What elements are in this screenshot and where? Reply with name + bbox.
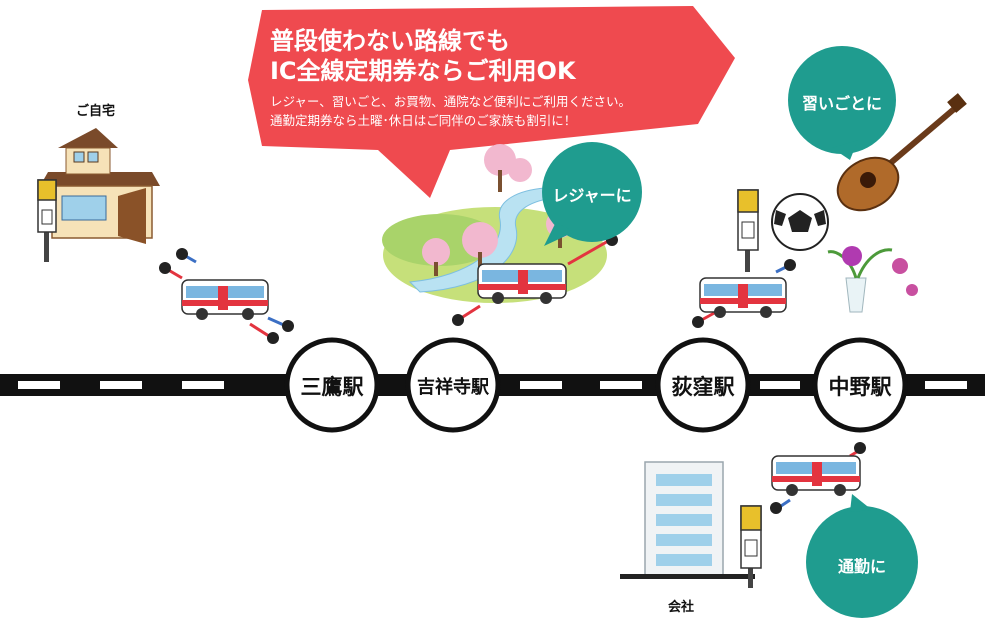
flower-vase-icon xyxy=(827,246,918,313)
station-circle-kichijoji xyxy=(405,337,501,433)
bus-stop-icon xyxy=(740,505,762,588)
bus-icon xyxy=(699,277,787,318)
lessons-bubble-label: 習いごとに xyxy=(801,94,882,113)
bus-stop-icon xyxy=(37,179,57,262)
banner-subtext-line-2: 通勤定期券なら土曜･休日はご同伴のご家族も割引に！ xyxy=(270,113,577,128)
bus-stop-icon xyxy=(737,189,759,272)
bus-icon xyxy=(181,279,269,320)
bus-icon xyxy=(477,263,567,304)
station-label-mitaka: 三鷹駅 xyxy=(300,375,364,399)
office-label: 会社 xyxy=(668,600,695,615)
station-label-ogikubo: 荻窪駅 xyxy=(671,375,735,399)
station-circle-mitaka xyxy=(284,337,380,433)
station-label-kichijoji: 吉祥寺駅 xyxy=(417,377,489,398)
banner-subtext: レジャー、習いごと、お買物、通院など便利にご利用ください。 通勤定期券なら土曜･… xyxy=(270,92,631,130)
commute-bubble xyxy=(806,506,918,618)
route-home-mitaka xyxy=(159,248,294,344)
station-circle-ogikubo xyxy=(655,337,751,433)
leisure-bubble xyxy=(542,142,642,242)
station-circle-nakano xyxy=(812,337,908,433)
route-ogikubo-lessons xyxy=(692,259,796,328)
lessons-bubble xyxy=(788,46,896,154)
banner-subtext-line-1: レジャー、習いごと、お買物、通院など便利にご利用ください。 xyxy=(270,94,632,109)
house-icon xyxy=(40,128,160,244)
banner-headline: 普段使わない路線でも IC全線定期券ならご利用OK xyxy=(270,26,576,86)
leisure-bubble-label: レジャーに xyxy=(552,186,632,205)
banner-headline-line-1: 普段使わない路線でも xyxy=(270,27,510,55)
bus-icon xyxy=(771,455,861,496)
home-label: ご自宅 xyxy=(76,104,116,119)
guitar-icon xyxy=(836,93,967,212)
soccer-ball-icon xyxy=(771,193,829,251)
route-nakano-office xyxy=(770,442,866,514)
banner-headline-line-2: IC全線定期券ならご利用OK xyxy=(270,57,576,85)
commute-bubble-label: 通勤に xyxy=(837,557,886,576)
office-building-icon xyxy=(620,461,755,579)
banner-bubble xyxy=(248,6,735,198)
station-label-nakano: 中野駅 xyxy=(828,375,892,399)
